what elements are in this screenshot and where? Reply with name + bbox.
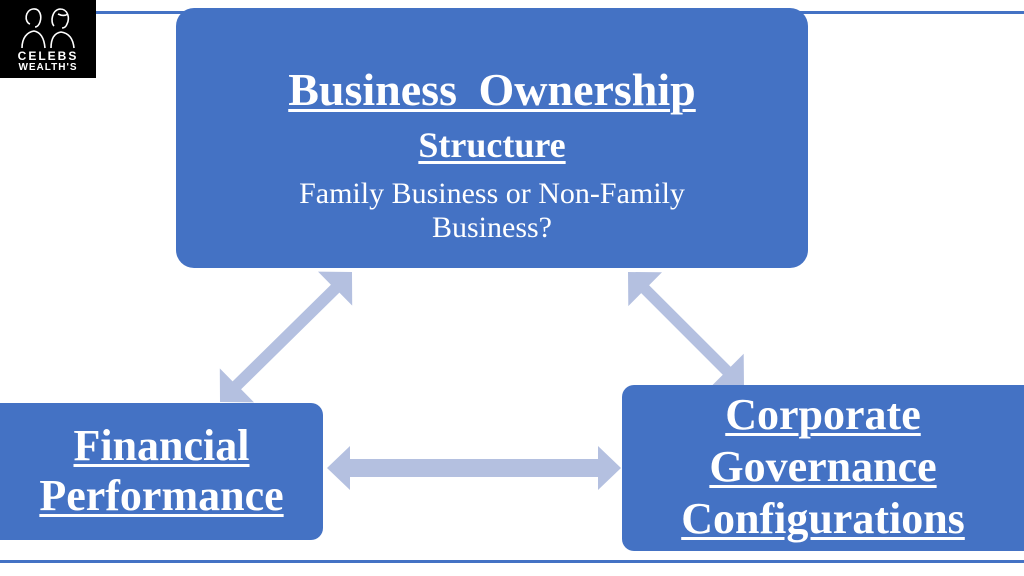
configurations-label: Configurations xyxy=(681,494,965,543)
financial-label: Financial xyxy=(73,421,250,470)
logo-text-line1: CELEBS xyxy=(17,49,79,63)
corporate-label: Corporate xyxy=(725,390,921,439)
financial-performance-box: Financial Performance xyxy=(0,403,323,540)
corporate-governance-box: Corporate Governance Configurations xyxy=(622,385,1024,551)
governance-label: Governance xyxy=(709,442,937,491)
family-business-question: Family Business or Non-Family Business? xyxy=(299,177,685,244)
double-arrow-top-right xyxy=(628,272,744,388)
business-ownership-title: Business Ownership xyxy=(288,64,696,115)
people-silhouette-icon xyxy=(21,8,75,49)
structure-title: Structure xyxy=(418,125,566,165)
double-arrow-horizontal xyxy=(327,446,621,490)
performance-label: Performance xyxy=(39,471,284,520)
business-ownership-box: Business Ownership Structure Family Busi… xyxy=(176,8,808,268)
double-arrow-top-left xyxy=(219,271,353,403)
logo-text-line2: WEALTH'S xyxy=(18,62,78,73)
logo: CELEBS WEALTH'S xyxy=(0,0,96,78)
bottom-rule xyxy=(0,560,1024,563)
